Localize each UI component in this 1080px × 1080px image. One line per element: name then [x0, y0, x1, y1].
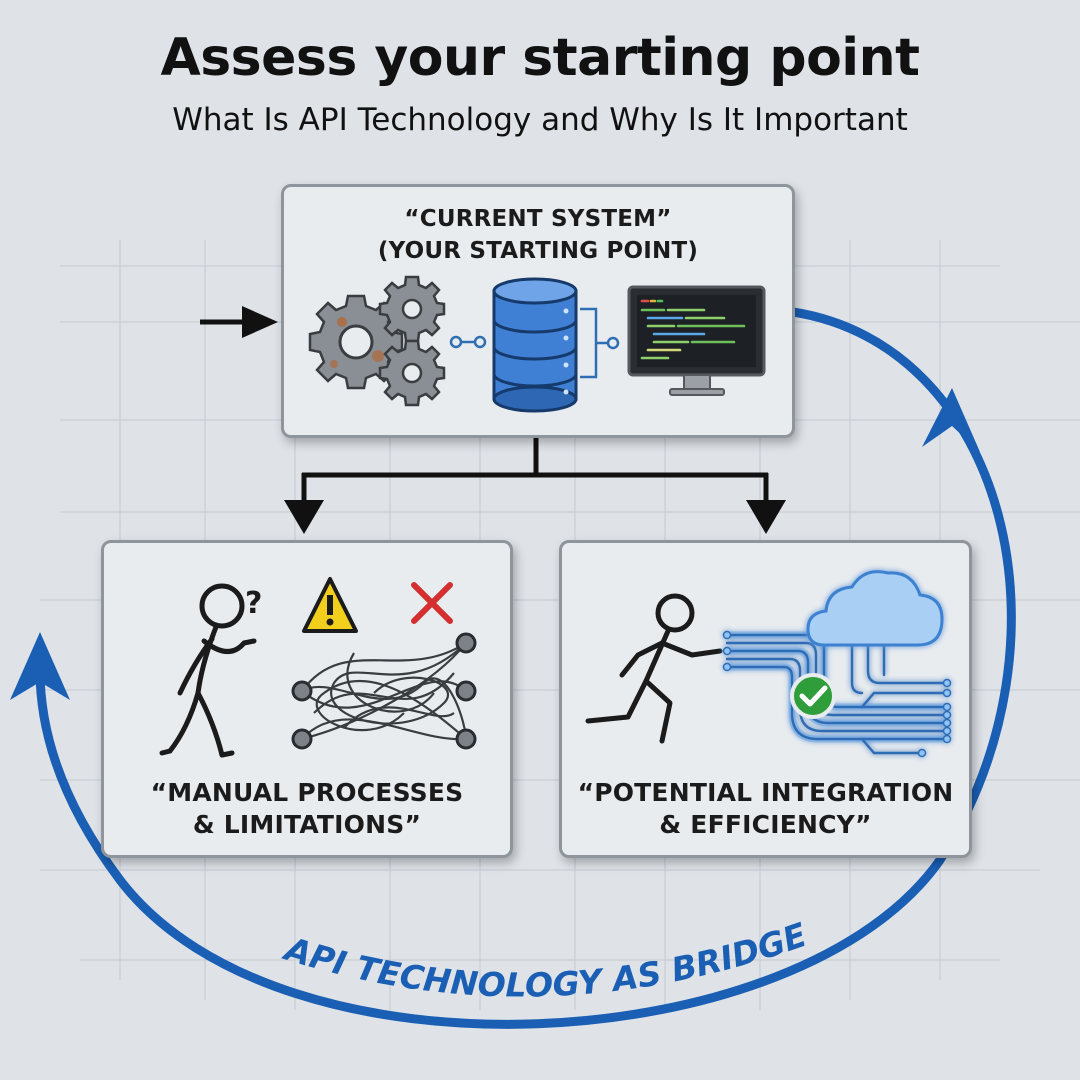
- tangled-wires-icon: [291, 632, 477, 750]
- page-subtitle: What Is API Technology and Why Is It Imp…: [172, 102, 908, 138]
- warning-icon: [302, 577, 358, 633]
- potential-integration-card: “POTENTIAL INTEGRATION & EFFICIENCY”: [559, 540, 972, 858]
- current-system-card: “CURRENT SYSTEM” (YOUR STARTING POINT): [281, 184, 795, 438]
- running-person-icon: [585, 593, 723, 744]
- manual-processes-card: ?: [101, 540, 513, 858]
- potential-integration-label: “POTENTIAL INTEGRATION & EFFICIENCY”: [577, 778, 954, 839]
- confused-person-icon: [159, 583, 257, 758]
- x-mark-icon: [411, 582, 453, 624]
- circuit-lines-icon: [722, 630, 952, 758]
- monitor-code-icon: [627, 285, 766, 396]
- gears-icon: [308, 275, 446, 407]
- page-title: Assess your starting point: [160, 28, 920, 88]
- current-system-label: “CURRENT SYSTEM” (YOUR STARTING POINT): [377, 206, 699, 264]
- manual-processes-label: “MANUAL PROCESSES & LIMITATIONS”: [150, 778, 464, 839]
- database-icon: [492, 277, 578, 413]
- cloud-icon: [806, 570, 944, 647]
- checkmark-icon: [790, 673, 836, 719]
- question-mark: ?: [245, 586, 262, 621]
